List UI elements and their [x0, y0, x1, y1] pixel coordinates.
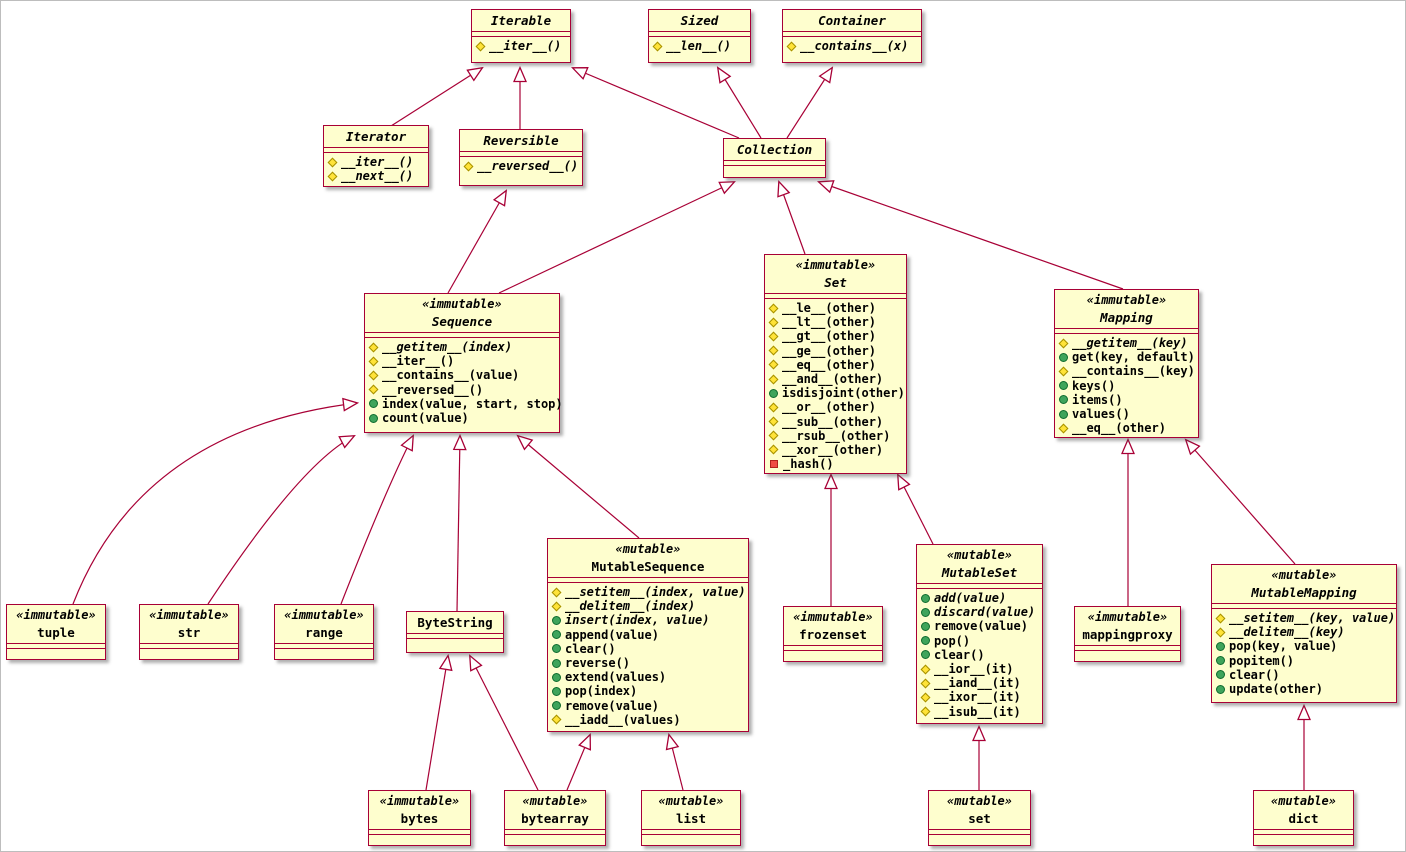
edge-str-extends-Sequence — [207, 435, 356, 605]
edge-Collection-extends-Sized — [716, 66, 762, 139]
edge-Iterator-extends-Iterable — [390, 66, 484, 127]
edge-list-extends-MutableSequence — [665, 732, 684, 791]
edge-range-extends-Sequence — [340, 434, 414, 605]
edge-Sequence-extends-Collection — [498, 181, 736, 294]
edge-tuple-extends-Sequence — [72, 397, 360, 605]
edge-ByteString-extends-Sequence — [452, 433, 467, 612]
edge-MutableMapping-extends-Mapping — [1184, 438, 1296, 565]
edge-Set-extends-Collection — [777, 179, 806, 255]
edge-Mapping-extends-Collection — [816, 180, 1124, 290]
edge-Sequence-extends-Reversible — [447, 189, 508, 294]
edge-bytearray-extends-ByteString — [469, 654, 539, 791]
edge-Collection-extends-Iterable — [571, 67, 740, 139]
edge-bytes-extends-ByteString — [425, 653, 453, 791]
edge-MutableSequence-extends-Sequence — [516, 434, 640, 539]
edge-bytearray-extends-MutableSequence — [566, 733, 591, 791]
edge-Collection-extends-Container — [786, 66, 834, 139]
edge-MutableSet-extends-Set — [897, 473, 934, 545]
